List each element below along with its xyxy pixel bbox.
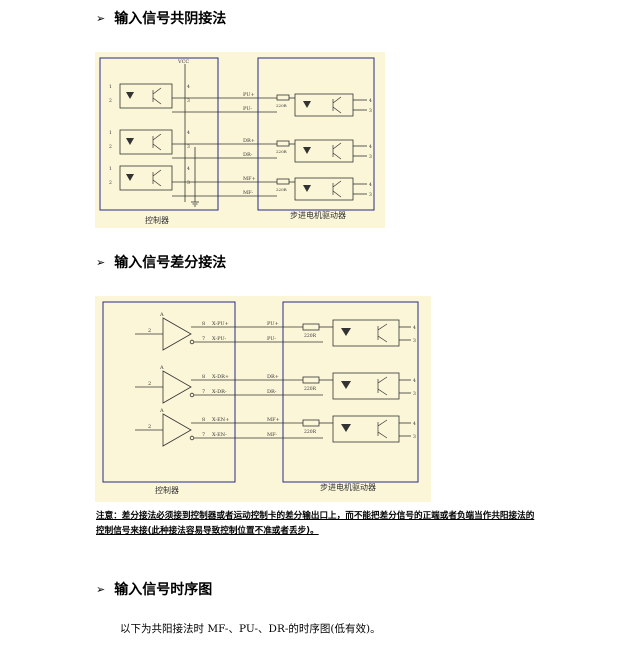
controller-label: 控制器 bbox=[145, 215, 169, 225]
svg-text:4: 4 bbox=[187, 166, 190, 172]
svg-text:4: 4 bbox=[187, 84, 190, 90]
resistor-label: 220R bbox=[276, 187, 288, 192]
section-heading-2: ➢ 输入信号差分接法 bbox=[96, 252, 226, 272]
section-heading-1: ➢ 输入信号共阴接法 bbox=[96, 8, 226, 28]
signal-label: DR- bbox=[267, 389, 277, 395]
pin-number: 7 bbox=[202, 432, 205, 438]
pin-number: 7 bbox=[202, 336, 205, 342]
svg-text:3: 3 bbox=[369, 154, 372, 160]
section-title-1: 输入信号共阴接法 bbox=[114, 11, 227, 27]
svg-text:3: 3 bbox=[413, 391, 416, 397]
signal-label: PU+ bbox=[243, 92, 255, 98]
signal-label: MF+ bbox=[243, 176, 256, 182]
section-title-2: 输入信号差分接法 bbox=[114, 255, 227, 271]
svg-text:4: 4 bbox=[413, 421, 416, 427]
arrow-bullet-icon: ➢ bbox=[96, 255, 106, 269]
svg-text:1: 1 bbox=[109, 84, 112, 90]
svg-text:3: 3 bbox=[369, 108, 372, 114]
signal-label: DR- bbox=[243, 152, 253, 158]
svg-text:1: 1 bbox=[109, 130, 112, 136]
svg-text:4: 4 bbox=[369, 144, 372, 150]
signal-label: MF- bbox=[267, 432, 277, 438]
signal-label: DR+ bbox=[243, 138, 255, 144]
svg-text:2: 2 bbox=[109, 98, 112, 104]
resistor-label: 220R bbox=[276, 149, 288, 154]
amp-label: A bbox=[159, 408, 164, 414]
svg-text:3: 3 bbox=[413, 338, 416, 344]
pin-number: 8 bbox=[202, 417, 205, 423]
svg-text:2: 2 bbox=[109, 144, 112, 150]
common-cathode-diagram: 控制器 VCC 1 2 1 2 1 2 4 3 bbox=[95, 52, 385, 228]
svg-text:2: 2 bbox=[109, 180, 112, 186]
differential-diagram: 控制器 步进电机驱动器 A A A 2 2 2 bbox=[95, 296, 431, 502]
amp-label: A bbox=[159, 312, 164, 318]
amp-label: A bbox=[159, 365, 164, 371]
resistor-label: 220R bbox=[304, 386, 317, 392]
svg-text:4: 4 bbox=[413, 325, 416, 331]
controller-signal-label: X-PU+ bbox=[212, 321, 229, 327]
controller-signal-label: X-DR+ bbox=[212, 374, 229, 380]
pin-number: 7 bbox=[202, 389, 205, 395]
svg-text:3: 3 bbox=[187, 180, 190, 186]
signal-label: PU- bbox=[243, 106, 252, 112]
controller-label: 控制器 bbox=[155, 485, 179, 495]
svg-text:3: 3 bbox=[369, 192, 372, 198]
driver-label: 步进电机驱动器 bbox=[320, 482, 376, 492]
warning-note: 注意：差分接法必须接到控制器或者运动控制卡的差分输出口上，而不能把差分信号的正端… bbox=[96, 511, 535, 536]
amp-input-pin: 2 bbox=[148, 328, 151, 334]
pin-number: 8 bbox=[202, 374, 205, 380]
resistor-label: 220R bbox=[276, 103, 288, 108]
controller-signal-label: X-DR- bbox=[212, 389, 227, 395]
driver-label: 步进电机驱动器 bbox=[290, 210, 346, 220]
signal-label: MF+ bbox=[267, 417, 280, 423]
controller-signal-label: X-EN- bbox=[212, 432, 227, 438]
svg-text:4: 4 bbox=[413, 378, 416, 384]
signal-label: MF- bbox=[243, 190, 253, 196]
section-heading-3: ➢ 输入信号时序图 bbox=[96, 579, 212, 599]
arrow-bullet-icon: ➢ bbox=[96, 11, 106, 25]
svg-text:1: 1 bbox=[109, 166, 112, 172]
svg-text:3: 3 bbox=[187, 98, 190, 104]
controller-signal-label: X-PU- bbox=[212, 336, 226, 342]
signal-label: DR+ bbox=[267, 374, 279, 380]
signal-label: PU+ bbox=[267, 321, 279, 327]
svg-text:3: 3 bbox=[187, 144, 190, 150]
controller-signal-label: X-EN+ bbox=[212, 417, 229, 423]
svg-text:3: 3 bbox=[413, 434, 416, 440]
arrow-bullet-icon: ➢ bbox=[96, 582, 106, 596]
resistor-label: 220R bbox=[304, 429, 317, 435]
pin-number: 8 bbox=[202, 321, 205, 327]
resistor-label: 220R bbox=[304, 333, 317, 339]
svg-text:4: 4 bbox=[187, 130, 190, 136]
signal-label: PU- bbox=[267, 336, 276, 342]
svg-text:4: 4 bbox=[369, 98, 372, 104]
vcc-label: VCC bbox=[177, 59, 189, 65]
section-title-3: 输入信号时序图 bbox=[114, 582, 213, 598]
timing-description: 以下为共阳接法时 MF-、PU-、DR-的时序图(低有效)。 bbox=[120, 623, 381, 635]
amp-input-pin: 2 bbox=[148, 381, 151, 387]
amp-input-pin: 2 bbox=[148, 424, 151, 430]
svg-text:4: 4 bbox=[369, 182, 372, 188]
